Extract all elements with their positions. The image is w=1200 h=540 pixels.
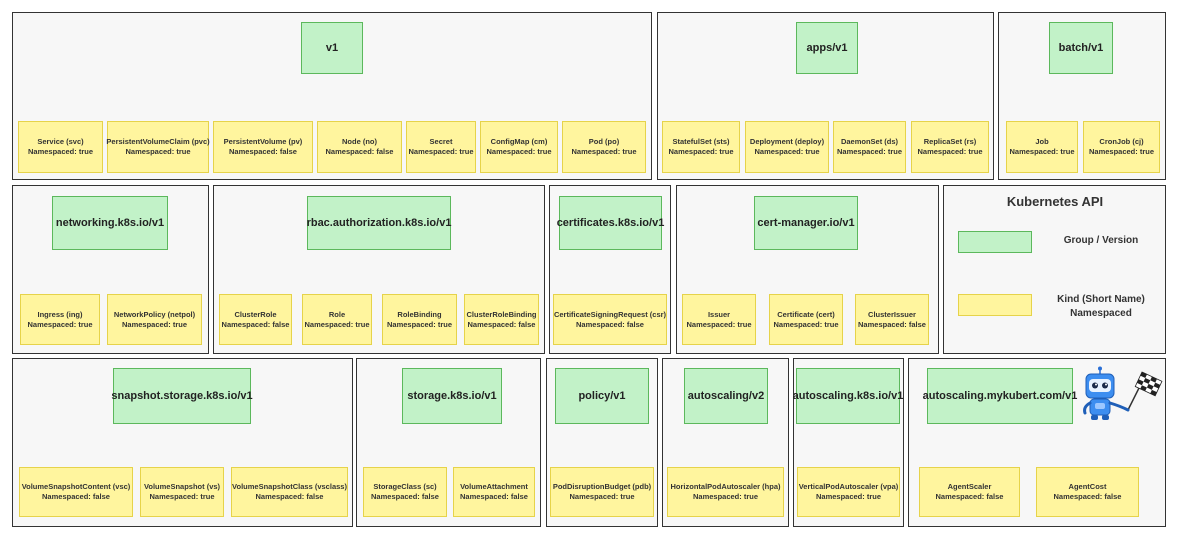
legend-group-label: Group / Version: [1063, 235, 1139, 246]
kind-node: Node (no)Namespaced: false: [317, 121, 402, 173]
kind-horizontalpodautoscaler: HorizontalPodAutoscaler (hpa)Namespaced:…: [667, 467, 784, 517]
kind-certificatesigningrequest: CertificateSigningRequest (csr)Namespace…: [553, 294, 667, 345]
group-autoscaling-k8s: autoscaling.k8s.io/v1: [793, 368, 903, 424]
kind-volumesnapshot: VolumeSnapshot (vs)Namespaced: true: [140, 467, 224, 517]
kind-volumesnapshotclass: VolumeSnapshotClass (vsclass)Namespaced:…: [231, 467, 348, 517]
kind-statefulset: StatefulSet (sts)Namespaced: true: [662, 121, 740, 173]
kind-replicaset: ReplicaSet (rs)Namespaced: true: [911, 121, 989, 173]
kind-daemonset: DaemonSet (ds)Namespaced: true: [833, 121, 906, 173]
kind-poddisruptionbudget: PodDisruptionBudget (pdb)Namespaced: tru…: [550, 467, 654, 517]
group-batch-v1: batch/v1: [1049, 22, 1113, 74]
kind-verticalpodautoscaler: VerticalPodAutoscaler (vpa)Namespaced: t…: [797, 467, 900, 517]
kind-cronjob: CronJob (cj)Namespaced: true: [1083, 121, 1160, 173]
group-autoscaling-v2: autoscaling/v2: [684, 368, 768, 424]
group-storage: storage.k8s.io/v1: [402, 368, 502, 424]
group-snapshot: snapshot.storage.k8s.io/v1: [111, 368, 253, 424]
kind-storageclass: StorageClass (sc)Namespaced: false: [363, 467, 447, 517]
group-certificates: certificates.k8s.io/v1: [557, 196, 664, 250]
kind-service: Service (svc)Namespaced: true: [18, 121, 103, 173]
group-rbac: rbac.authorization.k8s.io/v1: [307, 196, 451, 250]
kind-persistentvolume: PersistentVolume (pv)Namespaced: false: [213, 121, 313, 173]
legend-title: Kubernetes API: [1006, 194, 1104, 209]
kind-configmap: ConfigMap (cm)Namespaced: true: [480, 121, 558, 173]
kind-networkpolicy: NetworkPolicy (netpol)Namespaced: true: [107, 294, 202, 345]
group-apps-v1: apps/v1: [796, 22, 858, 74]
kind-volumesnapshotcontent: VolumeSnapshotContent (vsc)Namespaced: f…: [19, 467, 133, 517]
group-policy: policy/v1: [555, 368, 649, 424]
legend-kind-swatch: [958, 294, 1032, 316]
legend-group-swatch: [958, 231, 1032, 253]
legend-kind-label: Kind (Short Name)Namespaced: [1057, 294, 1145, 319]
kind-deployment: Deployment (deploy)Namespaced: true: [745, 121, 829, 173]
group-core-v1: v1: [301, 22, 363, 74]
robot-with-checkered-flag-icon: [1083, 366, 1163, 420]
group-cert-manager: cert-manager.io/v1: [754, 196, 858, 250]
group-networking: networking.k8s.io/v1: [52, 196, 168, 250]
group-mykubert: autoscaling.mykubert.com/v1: [923, 368, 1077, 424]
kind-ingress: Ingress (ing)Namespaced: true: [20, 294, 100, 345]
legend-panel: [943, 185, 1166, 354]
kind-certificate: Certificate (cert)Namespaced: true: [769, 294, 843, 345]
kind-persistentvolumeclaim: PersistentVolumeClaim (pvc)Namespaced: t…: [106, 121, 210, 173]
kind-pod: Pod (po)Namespaced: true: [562, 121, 646, 173]
